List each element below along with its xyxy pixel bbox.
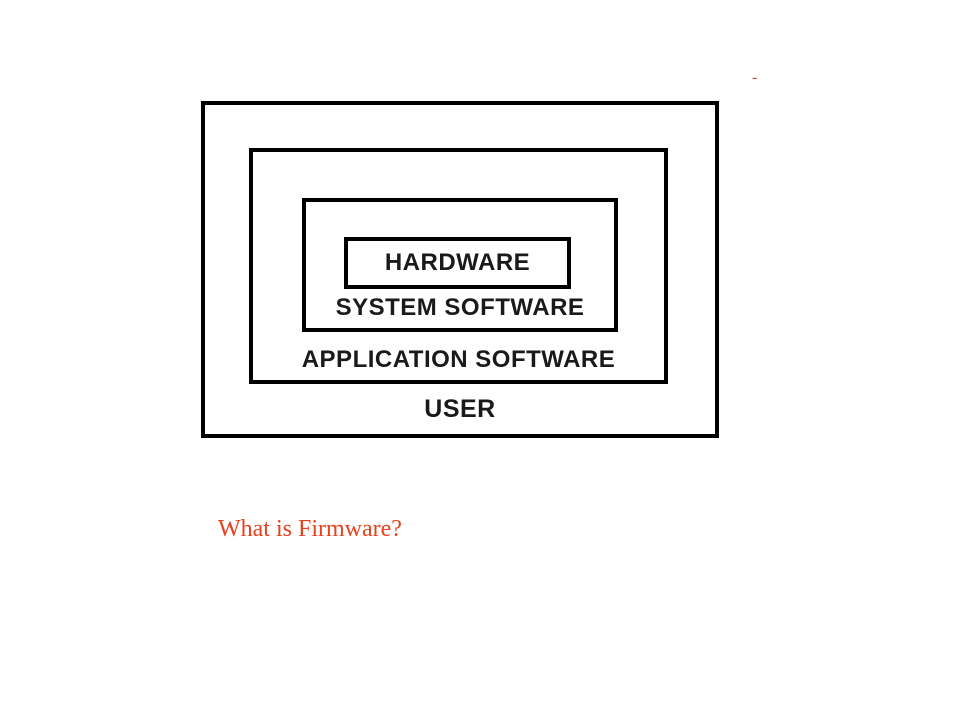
- system-software-layer-label: SYSTEM SOFTWARE: [335, 294, 585, 321]
- application-software-layer-label: APPLICATION SOFTWARE: [301, 346, 616, 373]
- user-layer-label: USER: [424, 395, 496, 423]
- firmware-question: What is Firmware?: [218, 516, 402, 542]
- hardware-layer-label: HARDWARE: [384, 249, 531, 276]
- hardware-layer-box: HARDWARE: [344, 237, 571, 289]
- corner-dash-mark: -: [752, 69, 758, 86]
